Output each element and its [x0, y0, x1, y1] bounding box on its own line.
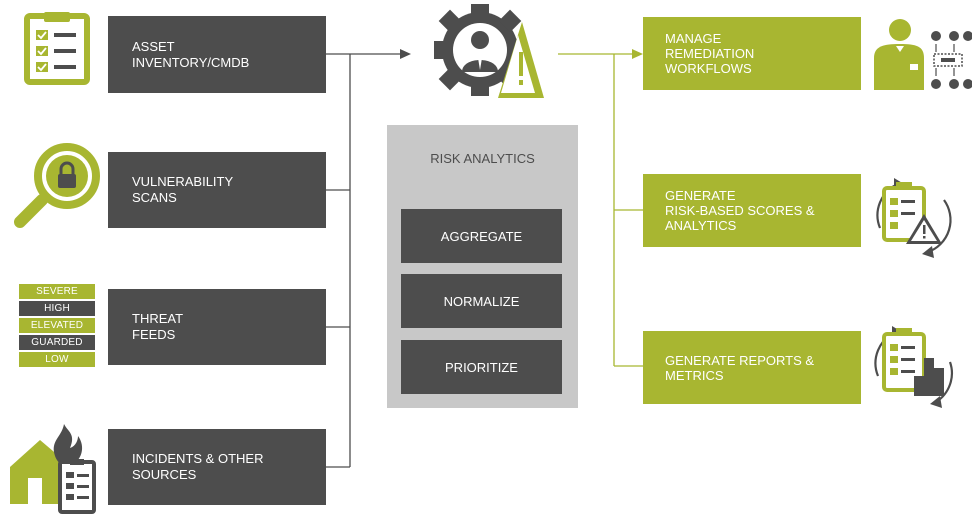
risk-analytics-title: RISK ANALYTICS: [430, 151, 535, 166]
report-metrics-icon: [874, 326, 953, 408]
output-manage-remediation: MANAGE REMEDIATION WORKFLOWS: [643, 17, 861, 90]
source-threat-feeds: THREAT FEEDS: [108, 289, 326, 365]
risk-analytics-panel: RISK ANALYTICS AGGREGATE NORMALIZE PRIOR…: [387, 125, 578, 408]
arrow-head-in: [400, 49, 411, 59]
step-prioritize: PRIORITIZE: [401, 340, 562, 394]
threat-level-severe: SEVERE: [19, 284, 95, 299]
threat-level-guarded: GUARDED: [19, 335, 95, 350]
output-reports-metrics: GENERATE REPORTS & METRICS: [643, 331, 861, 404]
arrow-head-out: [632, 49, 643, 59]
magnifier-lock-icon: [14, 143, 100, 228]
source-asset-inventory: ASSET INVENTORY/CMDB: [108, 16, 326, 93]
step-aggregate: AGGREGATE: [401, 209, 562, 263]
threat-level-low: LOW: [19, 352, 95, 367]
source-incidents: INCIDENTS & OTHER SOURCES: [108, 429, 326, 505]
source-vulnerability-scans: VULNERABILITY SCANS: [108, 152, 326, 228]
step-normalize: NORMALIZE: [401, 274, 562, 328]
output-risk-scores: GENERATE RISK-BASED SCORES & ANALYTICS: [643, 174, 861, 247]
checklist-clipboard-icon: [24, 12, 90, 85]
threat-level-high: HIGH: [19, 301, 95, 316]
person-workflow-icon: [874, 19, 972, 90]
gear-user-warning-icon: [434, 4, 544, 98]
risk-clipboard-icon: [876, 178, 952, 258]
house-fire-icon: [10, 424, 96, 514]
threat-level-elevated: ELEVATED: [19, 318, 95, 333]
